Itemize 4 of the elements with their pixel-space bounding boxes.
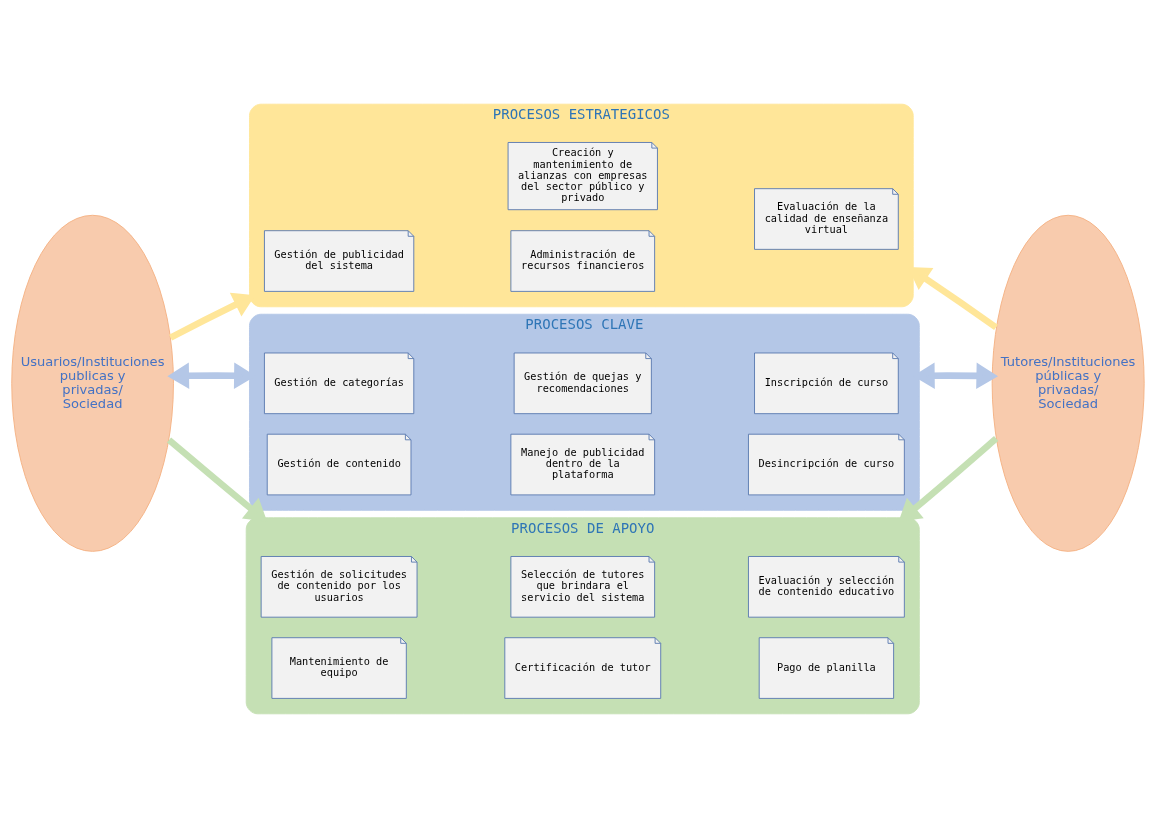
- arrow: [898, 436, 999, 522]
- arrow: [166, 437, 268, 522]
- node-ellipse: Tutores/Instituciones públicas y privadas/ Sociedad: [991, 214, 1145, 552]
- node-ellipse: Usuarios/Instituciones publicas y privadas/ Sociedad: [11, 214, 174, 552]
